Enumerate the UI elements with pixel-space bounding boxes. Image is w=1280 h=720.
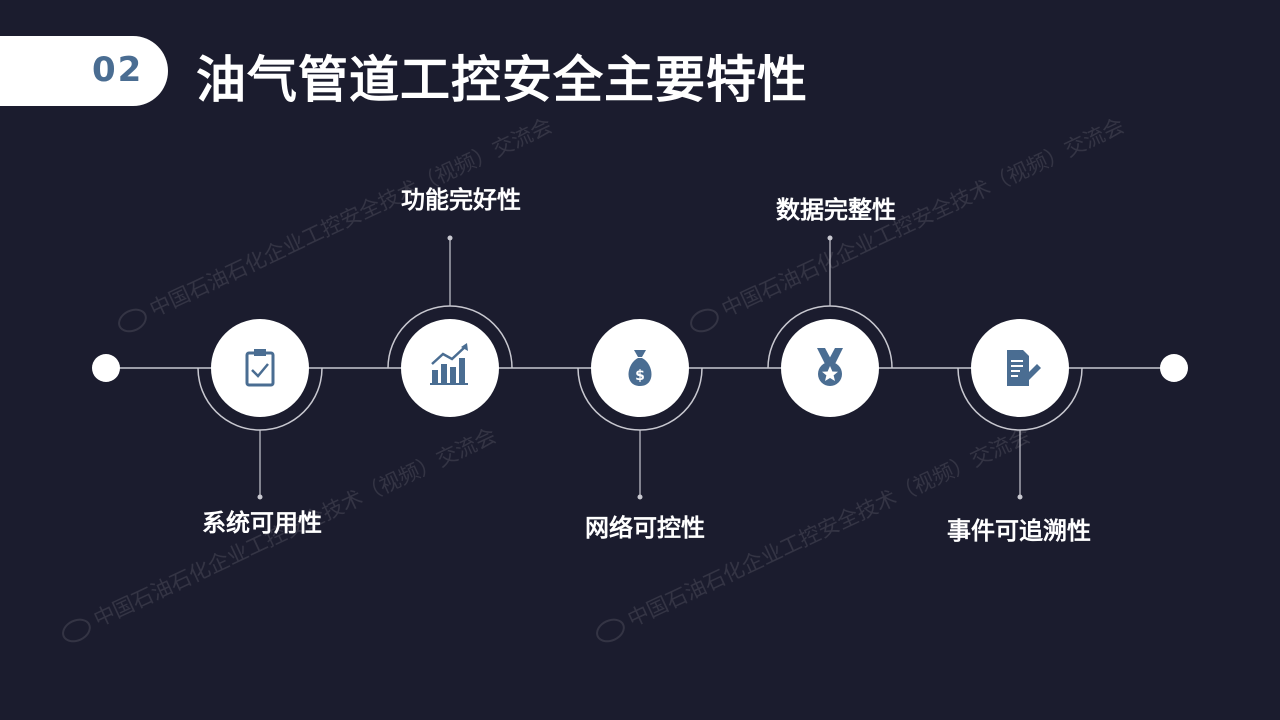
feature-label-5: 事件可追溯性: [947, 517, 1091, 545]
timeline-start-dot: [92, 354, 120, 382]
feature-node-2: [387, 235, 513, 417]
feature-label-3: 网络可控性: [585, 514, 705, 542]
feature-label-2: 功能完好性: [401, 186, 521, 214]
feature-label-1: 系统可用性: [202, 509, 322, 537]
section-number: 02: [92, 50, 144, 90]
feature-node-5: [957, 319, 1083, 500]
feature-node-3: $: [577, 319, 703, 500]
timeline-end-dot: [1160, 354, 1188, 382]
medal-star-icon: [817, 348, 843, 386]
document-edit-icon: [1007, 350, 1041, 386]
feature-node-4: [767, 235, 893, 417]
page-title: 油气管道工控安全主要特性: [196, 51, 808, 109]
svg-text:$: $: [635, 368, 645, 384]
feature-label-4: 数据完整性: [776, 196, 896, 224]
section-number-badge: [0, 36, 168, 106]
feature-node-1: [197, 319, 323, 500]
money-bag-icon: $: [628, 350, 652, 386]
bar-chart-trend-icon: [430, 343, 468, 385]
clipboard-check-icon: [245, 349, 275, 387]
